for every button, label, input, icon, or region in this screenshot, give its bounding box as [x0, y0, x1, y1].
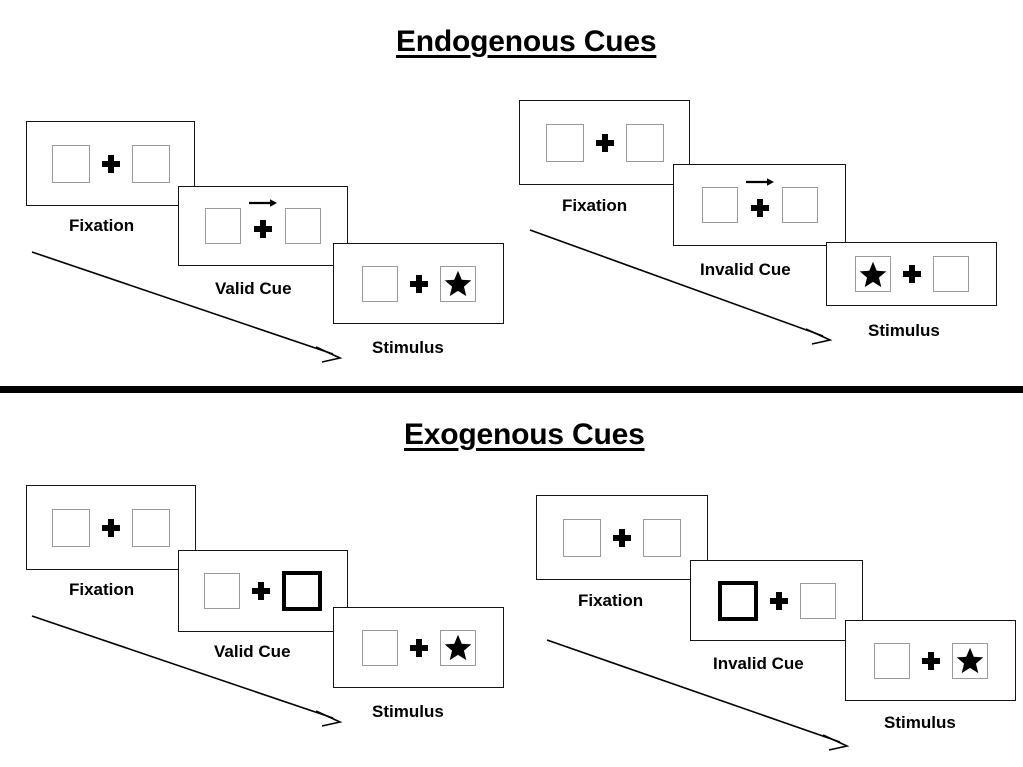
star-icon	[444, 270, 471, 297]
panel-exogenous-valid-cue	[178, 550, 348, 632]
caption-endogenous-invalid-fixation: Fixation	[562, 196, 628, 215]
panel-content	[361, 265, 476, 302]
flow-arrow-icon-exogenous-valid	[31, 615, 343, 727]
panel-content	[717, 580, 836, 621]
caption-endogenous-valid-stimulus: Stimulus	[372, 338, 444, 357]
placeholder-box-left-cued	[717, 580, 758, 621]
flow-arrow-icon-exogenous-invalid	[546, 639, 850, 751]
panel-endogenous-valid-cue	[178, 186, 348, 266]
panel-exogenous-invalid-fixation	[536, 495, 708, 580]
panel-exogenous-invalid-cue	[690, 560, 863, 641]
panel-exogenous-valid-stimulus	[333, 607, 504, 688]
placeholder-box-right	[932, 256, 969, 292]
placeholder-box-right	[131, 144, 170, 183]
section-title-endogenous: Endogenous Cues	[396, 25, 657, 58]
panel-exogenous-invalid-stimulus	[845, 620, 1016, 701]
fixation-slot	[601, 519, 643, 557]
arrow-right-icon	[249, 199, 277, 207]
caption-exogenous-invalid-fixation: Fixation	[578, 591, 644, 610]
fixation-cross-icon	[770, 592, 788, 610]
flow-arrow-icon-endogenous-valid	[31, 251, 343, 363]
section-title-exogenous: Exogenous Cues	[404, 418, 645, 451]
panel-content	[361, 629, 476, 666]
panel-content	[701, 178, 818, 223]
caption-endogenous-invalid-stimulus: Stimulus	[868, 321, 940, 340]
arrow-right-icon	[745, 178, 774, 186]
panel-content	[545, 123, 664, 162]
placeholder-box-left	[361, 265, 398, 302]
panel-content	[52, 508, 170, 547]
fixation-cross-icon	[613, 529, 631, 547]
panel-endogenous-valid-stimulus	[333, 243, 504, 324]
panel-endogenous-valid-fixation	[26, 121, 195, 206]
star-icon	[859, 261, 886, 287]
placeholder-box-left	[204, 573, 240, 609]
fixation-slot	[241, 199, 285, 244]
fixation-slot	[90, 509, 132, 547]
panel-content	[854, 256, 969, 292]
placeholder-box-right	[799, 582, 836, 619]
fixation-cross-icon	[102, 519, 120, 537]
fixation-cross-icon	[252, 582, 270, 600]
placeholder-box-left	[701, 187, 738, 223]
placeholder-box-right-cued	[282, 571, 322, 611]
placeholder-box-left	[205, 208, 241, 244]
placeholder-box-right-target	[439, 265, 476, 302]
placeholder-box-right	[132, 508, 170, 547]
placeholder-box-left	[545, 123, 584, 162]
fixation-slot	[240, 573, 282, 609]
section-divider	[0, 386, 1023, 393]
caption-exogenous-invalid-stimulus: Stimulus	[884, 713, 956, 732]
fixation-cross-icon	[410, 639, 428, 657]
panel-endogenous-invalid-cue	[673, 164, 846, 246]
panel-content	[563, 518, 681, 557]
placeholder-box-right	[625, 123, 664, 162]
caption-exogenous-valid-fixation: Fixation	[69, 580, 135, 599]
caption-exogenous-valid-cue: Valid Cue	[214, 642, 291, 661]
panel-content	[51, 144, 170, 183]
caption-endogenous-valid-cue: Valid Cue	[215, 279, 292, 298]
fixation-slot	[758, 581, 800, 621]
placeholder-box-left	[873, 642, 910, 679]
placeholder-box-right-target	[439, 629, 476, 666]
panel-content	[204, 571, 322, 611]
star-icon	[956, 647, 983, 674]
panel-endogenous-invalid-stimulus	[826, 242, 997, 306]
placeholder-box-left	[52, 508, 90, 547]
fixation-cross-icon	[596, 134, 614, 152]
placeholder-box-left	[563, 518, 601, 557]
panel-exogenous-valid-fixation	[26, 485, 196, 570]
caption-endogenous-valid-fixation: Fixation	[69, 216, 135, 235]
panel-content	[873, 642, 988, 679]
fixation-cross-icon	[254, 220, 272, 238]
fixation-cross-icon	[922, 652, 940, 670]
fixation-slot	[891, 256, 933, 292]
fixation-slot	[398, 630, 440, 666]
panel-content	[205, 199, 321, 244]
placeholder-box-right	[781, 187, 818, 223]
flow-arrow-icon-endogenous-invalid	[529, 229, 833, 345]
placeholder-box-left-target	[854, 256, 891, 292]
placeholder-box-right-target	[951, 642, 988, 679]
fixation-cross-icon	[903, 265, 921, 283]
fixation-slot	[90, 145, 132, 183]
placeholder-box-left	[51, 144, 90, 183]
placeholder-box-right	[643, 518, 681, 557]
caption-exogenous-invalid-cue: Invalid Cue	[713, 654, 804, 673]
panel-endogenous-invalid-fixation	[519, 100, 690, 185]
star-icon	[444, 634, 471, 661]
fixation-slot	[738, 178, 782, 223]
fixation-cross-icon	[751, 199, 769, 217]
fixation-cross-icon	[102, 155, 120, 173]
fixation-slot	[584, 124, 626, 162]
fixation-cross-icon	[410, 275, 428, 293]
fixation-slot	[910, 643, 952, 679]
caption-endogenous-invalid-cue: Invalid Cue	[700, 260, 791, 279]
placeholder-box-left	[361, 629, 398, 666]
caption-exogenous-valid-stimulus: Stimulus	[372, 702, 444, 721]
placeholder-box-right	[285, 208, 321, 244]
fixation-slot	[398, 266, 440, 302]
